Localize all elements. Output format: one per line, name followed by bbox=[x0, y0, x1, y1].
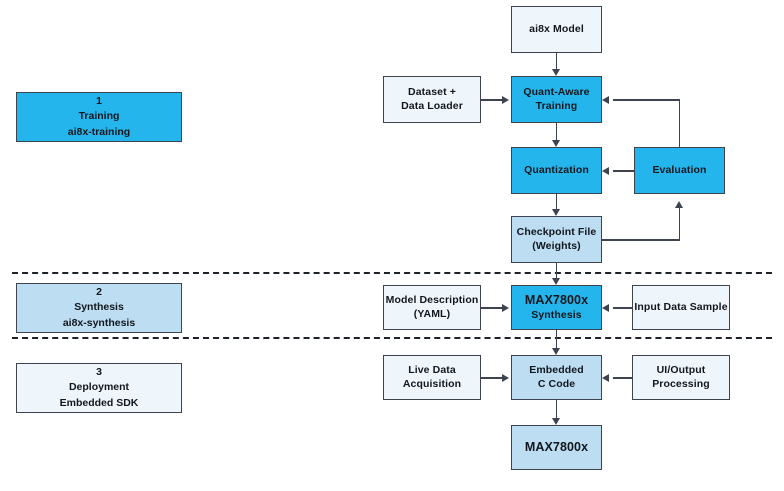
node-input-data-label: Input Data Sample bbox=[634, 300, 728, 313]
node-checkpoint-line2: (Weights) bbox=[532, 239, 581, 252]
node-live-data-line1: Live Data bbox=[408, 363, 456, 376]
arrowhead-embedded-to-max7800x bbox=[551, 418, 560, 425]
arrowhead-checkpoint-to-synthesis bbox=[551, 278, 560, 285]
arrowhead-dataset-to-qat bbox=[502, 95, 509, 104]
legend-item-training: 1 Training ai8x-training bbox=[16, 92, 182, 142]
legend-deployment-repo: Embedded SDK bbox=[59, 396, 139, 409]
node-model-desc-line1: Model Description bbox=[385, 293, 479, 306]
arrowhead-qat-to-quantization bbox=[551, 140, 560, 147]
node-max7800x-synthesis: MAX7800x Synthesis bbox=[511, 285, 602, 330]
node-dataset-line2: Data Loader bbox=[401, 99, 463, 112]
node-max7800x-chip: MAX7800x bbox=[511, 425, 602, 470]
node-ai8x-model: ai8x Model bbox=[511, 6, 602, 53]
connector-modeldesc-to-synthesis bbox=[481, 307, 502, 309]
node-quantization-label: Quantization bbox=[524, 163, 589, 176]
node-evaluation: Evaluation bbox=[634, 147, 725, 194]
connector-model-to-qat bbox=[555, 53, 557, 69]
node-embedded-c-line2: C Code bbox=[537, 377, 576, 390]
connector-qat-to-quantization bbox=[555, 123, 557, 140]
arrowhead-livedata-to-embedded bbox=[502, 373, 509, 382]
node-embedded-c-code: Embedded C Code bbox=[511, 355, 602, 400]
arrowhead-uioutput-to-embedded bbox=[602, 373, 609, 382]
legend-item-synthesis: 2 Synthesis ai8x-synthesis bbox=[16, 283, 182, 333]
arrowhead-eval-to-qat bbox=[602, 95, 609, 104]
separator-training-synthesis bbox=[12, 272, 772, 274]
node-live-data-line2: Acquisition bbox=[402, 377, 462, 390]
connector-uioutput-to-embedded bbox=[613, 377, 632, 379]
arrowhead-quantization-to-checkpoint bbox=[551, 209, 560, 216]
node-checkpoint-file: Checkpoint File (Weights) bbox=[511, 216, 602, 263]
legend-training-name: Training bbox=[78, 110, 120, 123]
node-model-description: Model Description (YAML) bbox=[383, 285, 481, 330]
connector-eval-to-quantization bbox=[613, 170, 634, 172]
node-ai8x-model-label: ai8x Model bbox=[529, 22, 584, 35]
node-dataset-data-loader: Dataset + Data Loader bbox=[383, 76, 481, 123]
legend-synthesis-repo: ai8x-synthesis bbox=[62, 316, 136, 329]
node-qat-line2: Training bbox=[535, 99, 578, 112]
arrowhead-synthesis-to-embedded bbox=[551, 348, 560, 355]
arrowhead-modeldesc-to-synthesis bbox=[502, 303, 509, 312]
legend-deployment-name: Deployment bbox=[68, 381, 130, 394]
legend-training-repo: ai8x-training bbox=[67, 125, 131, 138]
node-input-data-sample: Input Data Sample bbox=[632, 285, 730, 330]
node-checkpoint-line1: Checkpoint File bbox=[516, 225, 597, 238]
arrowhead-eval-to-quantization bbox=[602, 166, 609, 175]
connector-livedata-to-embedded bbox=[481, 377, 502, 379]
connector-checkpoint-to-eval-vertical bbox=[678, 208, 680, 239]
node-ui-output-processing: UI/Output Processing bbox=[632, 355, 730, 400]
legend-synthesis-name: Synthesis bbox=[74, 301, 124, 314]
node-synthesis-line2: Synthesis bbox=[531, 308, 582, 321]
node-dataset-line1: Dataset + bbox=[408, 85, 456, 98]
connector-dataset-to-qat bbox=[481, 99, 502, 101]
arrowhead-model-to-qat bbox=[551, 69, 560, 76]
connector-checkpoint-to-synthesis bbox=[555, 263, 557, 278]
node-quantization: Quantization bbox=[511, 147, 602, 194]
connector-eval-to-qat-vertical bbox=[678, 99, 680, 147]
connector-quantization-to-checkpoint bbox=[555, 194, 557, 209]
legend-training-number: 1 bbox=[96, 95, 102, 108]
connector-checkpoint-to-eval-horizontal bbox=[602, 239, 680, 241]
node-live-data-acquisition: Live Data Acquisition bbox=[383, 355, 481, 400]
node-quant-aware-training: Quant-Aware Training bbox=[511, 76, 602, 123]
connector-embedded-to-max7800x bbox=[555, 400, 557, 418]
legend-synthesis-number: 2 bbox=[96, 286, 102, 299]
legend-item-deployment: 3 Deployment Embedded SDK bbox=[16, 363, 182, 413]
arrowhead-checkpoint-to-eval bbox=[674, 201, 683, 208]
legend-deployment-number: 3 bbox=[96, 366, 102, 379]
connector-inputdata-to-synthesis bbox=[613, 307, 632, 309]
node-max7800x-label: MAX7800x bbox=[524, 440, 589, 455]
node-qat-line1: Quant-Aware bbox=[523, 85, 590, 98]
node-embedded-c-line1: Embedded bbox=[529, 363, 584, 376]
node-synthesis-line1: MAX7800x bbox=[524, 293, 589, 308]
node-evaluation-label: Evaluation bbox=[652, 163, 707, 176]
separator-synthesis-deployment bbox=[12, 337, 772, 339]
node-ui-output-line2: Processing bbox=[652, 377, 710, 390]
connector-synthesis-to-embedded bbox=[555, 330, 557, 348]
arrowhead-inputdata-to-synthesis bbox=[602, 303, 609, 312]
connector-eval-to-qat-horizontal bbox=[613, 99, 680, 101]
node-ui-output-line1: UI/Output bbox=[656, 363, 706, 376]
node-model-desc-line2: (YAML) bbox=[413, 307, 451, 320]
